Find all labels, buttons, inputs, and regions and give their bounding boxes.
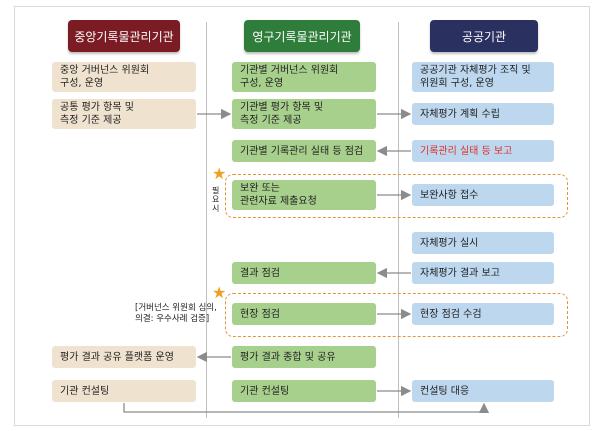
header-permanent-archives: 영구기록물관리기관: [244, 20, 360, 52]
permanent-box-result-check: 결과 점검: [232, 262, 376, 284]
central-box-consulting: 기관 컨설팅: [52, 380, 196, 402]
permanent-box-supplement-request: 보완 또는 관련자료 제출요청: [232, 180, 376, 210]
public-box-plan: 자체평가 계획 수립: [412, 103, 554, 125]
permanent-box-consulting: 기관 컨설팅: [232, 380, 376, 402]
central-box-result-platform: 평가 결과 공유 플랫폼 운영: [52, 346, 196, 368]
governance-note: [거버넌스 위원회 심의, 의결: 우수사례 검증]: [135, 303, 217, 324]
star-icon: ★: [212, 283, 227, 302]
lane-divider-left: [206, 22, 207, 418]
dashed-region-onsite: [225, 293, 568, 337]
permanent-box-inspection: 기관별 기록관리 실태 등 점검: [232, 140, 376, 162]
public-box-status-report: 기록관리 실태 등 보고: [412, 140, 554, 162]
permanent-box-governance: 기관별 거버넌스 위원회 구성, 운영: [232, 62, 376, 92]
permanent-box-criteria: 기관별 평가 항목 및 측정 기준 제공: [232, 99, 376, 129]
central-box-governance: 중앙 거버넌스 위원회 구성, 운영: [52, 62, 196, 92]
public-box-onsite-inspection: 현장 점검 수검: [412, 303, 554, 325]
central-box-common-criteria: 공통 평가 항목 및 측정 기준 제공: [52, 99, 196, 129]
lane-divider-right: [398, 22, 399, 418]
star-icon: ★: [212, 164, 227, 183]
header-public-institution: 공공기관: [430, 20, 538, 52]
public-box-consulting-response: 컨설팅 대응: [412, 380, 554, 402]
public-box-supplement-receipt: 보완사항 접수: [412, 184, 554, 206]
public-box-self-eval: 자체평가 실시: [412, 232, 554, 254]
dashed-region-supplement: [225, 174, 568, 218]
public-box-self-eval-org: 공공기관 자체평가 조직 및 위원회 구성, 운영: [412, 62, 554, 92]
as-needed-note: 필요시: [212, 186, 220, 213]
header-central-archives: 중앙기록물관리기관: [68, 20, 180, 52]
permanent-box-result-sharing: 평가 결과 종합 및 공유: [232, 346, 376, 368]
arrow-up-icon: [123, 402, 490, 414]
permanent-box-onsite-check: 현장 점검: [232, 303, 376, 325]
public-box-result-report: 자체평가 결과 보고: [412, 262, 554, 284]
